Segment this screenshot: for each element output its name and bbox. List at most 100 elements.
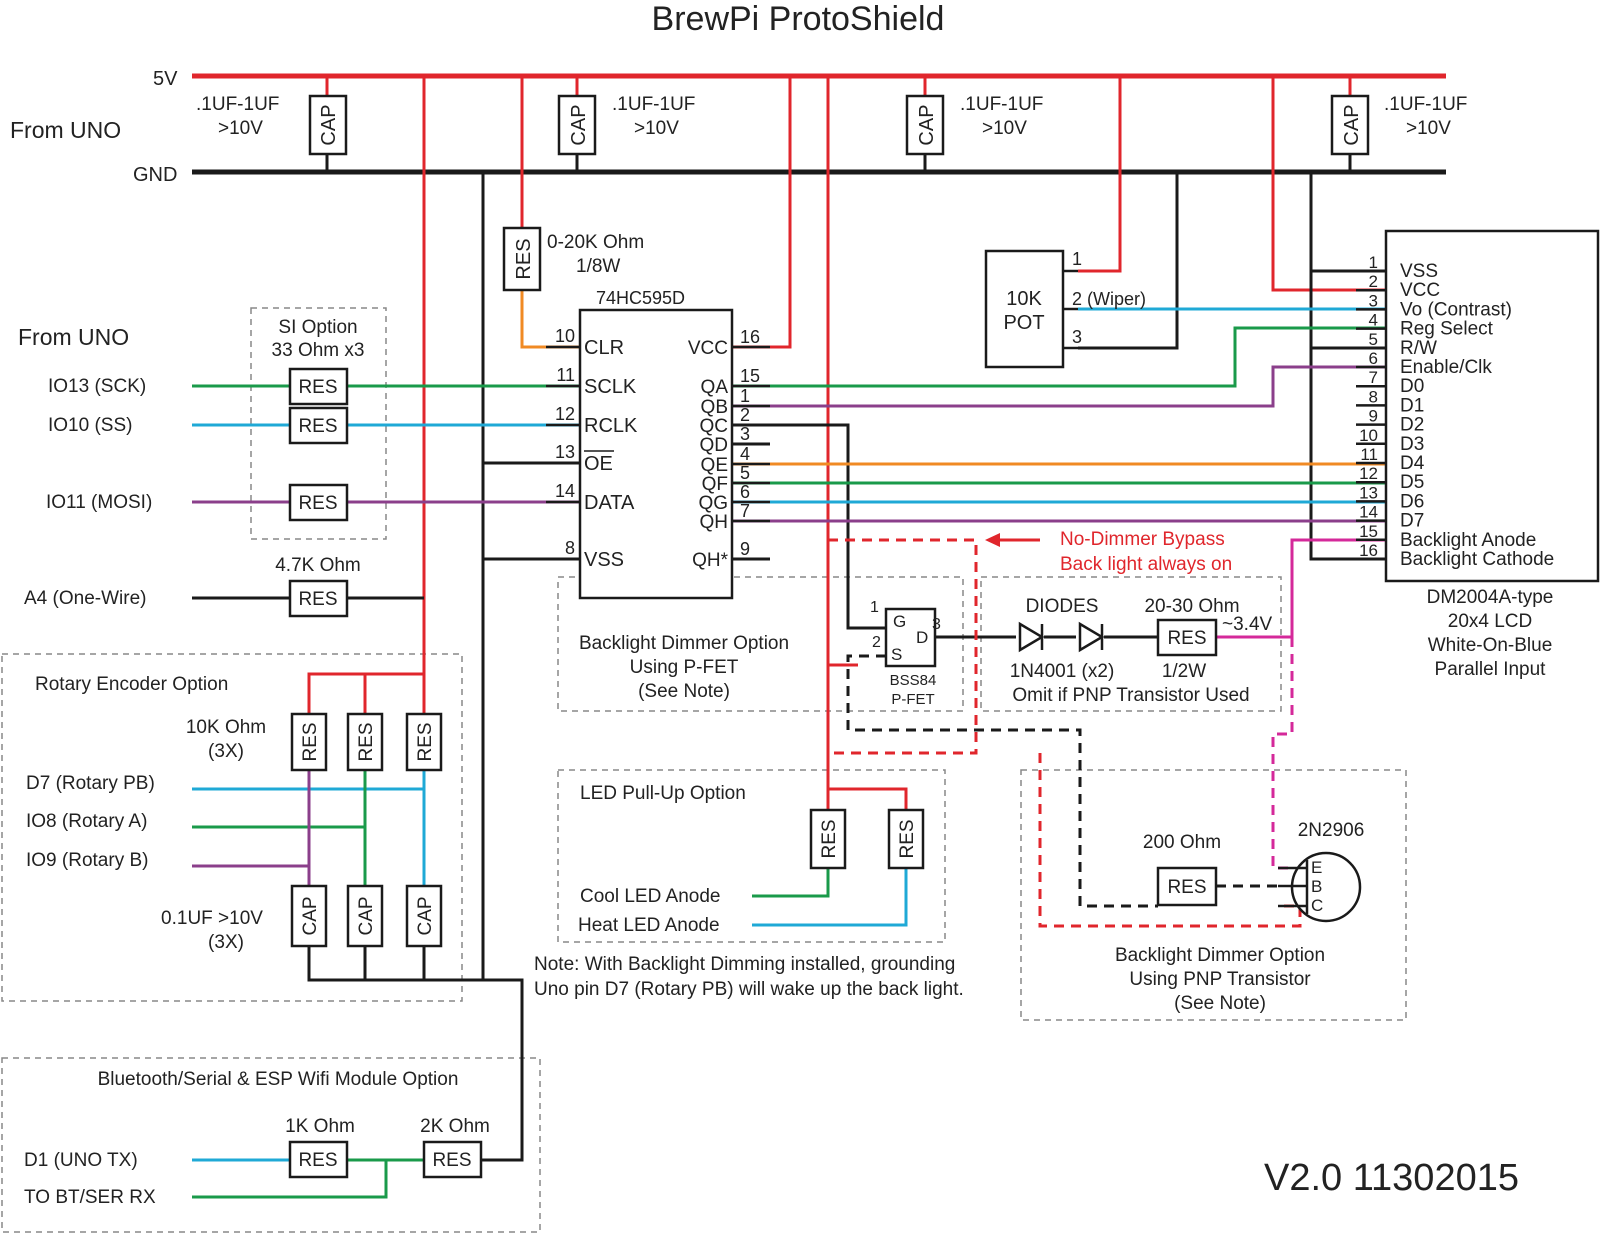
sr-pin-number: 12	[555, 404, 575, 424]
pot-pin3: 3	[1072, 327, 1082, 347]
contrast-pot: 10K POT	[984, 249, 1078, 369]
onewire-resistor: RES	[288, 579, 349, 618]
diode-part: 1N4001 (x2)	[1010, 661, 1115, 682]
pot-pin1: 1	[1072, 249, 1082, 269]
sr-pin-label: QD	[700, 435, 729, 456]
lcd-pin-label: D3	[1400, 434, 1424, 455]
sr-pin-label: OE	[584, 453, 613, 475]
lcd-pin-10: 10 D3	[1356, 426, 1424, 455]
led-option-box	[557, 769, 946, 943]
pnp-option-title-line2: Using PNP Transistor	[1129, 969, 1311, 990]
lcd-pin-label: D5	[1400, 472, 1424, 493]
diode-voltage: ~3.4V	[1222, 614, 1273, 635]
svg-text:RES: RES	[432, 1150, 471, 1171]
svg-text:CAP: CAP	[415, 896, 436, 935]
svg-text:E: E	[1311, 858, 1322, 877]
sr-pin-qe: 4QE	[701, 444, 770, 476]
lcd-pin-number: 14	[1359, 503, 1378, 522]
sr-pin-number: 10	[555, 326, 575, 346]
lcd-pin-number: 2	[1369, 272, 1378, 291]
shift-register-body	[578, 308, 734, 600]
lcd-pin-number: 7	[1369, 368, 1378, 387]
lcd-pin-number: 8	[1369, 387, 1378, 406]
rotary-resistor-3: RES	[405, 712, 443, 772]
sr-pin-number: 8	[565, 538, 575, 558]
decoupling-cap-4: CAP	[1330, 76, 1370, 172]
pnp-resistor: RES	[1156, 866, 1218, 907]
a4-label: A4 (One-Wire)	[24, 588, 146, 609]
svg-text:RES: RES	[298, 377, 337, 398]
bt-resistor-2: RES	[422, 1140, 483, 1179]
svg-text:CAP: CAP	[300, 896, 321, 935]
lcd-pin-number: 5	[1369, 330, 1378, 349]
lcd-desc-line3: White-On-Blue	[1428, 635, 1553, 656]
si-option-title-line2: 33 Ohm x3	[272, 340, 365, 361]
lcd-pin-label: D0	[1400, 376, 1424, 397]
rotary-res-value-line2: (3X)	[208, 741, 244, 762]
pfet-option-title-line2: Using P-FET	[630, 657, 739, 678]
lcd-pin-7: 7 D0	[1356, 368, 1424, 397]
svg-text:CAP: CAP	[568, 104, 590, 145]
sr-pin-number: 6	[740, 482, 750, 502]
pfet-part-line1: BSS84	[890, 672, 937, 689]
power-rails	[192, 73, 1446, 175]
lcd-desc-line2: 20x4 LCD	[1448, 611, 1533, 632]
rotary-io9-label: IO9 (Rotary B)	[26, 850, 148, 871]
lcd-pin-label: D6	[1400, 491, 1424, 512]
bypass-label-line2: Back light always on	[1060, 554, 1232, 575]
svg-text:RES: RES	[298, 1150, 337, 1171]
lcd-pin-label: D4	[1400, 453, 1425, 474]
sr-pin-label: DATA	[584, 492, 635, 514]
svg-text:RES: RES	[298, 416, 337, 437]
sr-pin-number: 7	[740, 501, 750, 521]
diode-res-power: 1/2W	[1162, 661, 1206, 682]
svg-text:2: 2	[872, 634, 881, 651]
bt-res2-value: 2K Ohm	[420, 1116, 490, 1137]
cap1-value-line1: .1UF-1UF	[196, 94, 279, 115]
cap3-value-line1: .1UF-1UF	[960, 94, 1043, 115]
lcd-pin-label: D2	[1400, 415, 1424, 436]
lcd-pin-number: 16	[1359, 541, 1378, 560]
diodes-heading: DIODES	[1026, 596, 1099, 617]
sr-pin-label: VCC	[688, 338, 728, 359]
cap4-value-line2: >10V	[1406, 118, 1451, 139]
bypass-label-line1: No-Dimmer Bypass	[1060, 529, 1225, 550]
lcd-pin-number: 10	[1359, 426, 1378, 445]
heat-led-label: Heat LED Anode	[578, 915, 720, 936]
pfet-option-title-line1: Backlight Dimmer Option	[579, 633, 789, 654]
svg-text:3: 3	[932, 616, 941, 633]
si-resistor-ss: RES	[288, 406, 349, 445]
sr-pin-label: QH*	[692, 550, 729, 571]
lcd-pin-label: Enable/Clk	[1400, 357, 1492, 378]
uno-inputs-heading: From UNO	[18, 324, 129, 350]
pfet-option-box	[557, 576, 964, 712]
lcd-pin-label: VCC	[1400, 280, 1440, 301]
sr-pin-label: QB	[701, 397, 728, 418]
sr-pin-qh-star: 9QH*	[692, 539, 770, 571]
pnp-option-title-line1: Backlight Dimmer Option	[1115, 945, 1325, 966]
lcd-desc-line4: Parallel Input	[1435, 659, 1547, 680]
lcd-pin-number: 15	[1359, 522, 1378, 541]
decoupling-cap-1: CAP	[308, 76, 348, 172]
rotary-cap-2: CAP	[346, 884, 384, 948]
sr-pin-label: QC	[700, 416, 729, 437]
pnp-option-box	[1020, 769, 1407, 1021]
diode-note: Omit if PNP Transistor Used	[1012, 685, 1249, 706]
svg-text:RES: RES	[1167, 877, 1206, 898]
lcd-pin-label: Backlight Cathode	[1400, 549, 1554, 570]
note-line2: Uno pin D7 (Rotary PB) will wake up the …	[534, 979, 964, 1000]
sr-pin-number: 9	[740, 539, 750, 559]
sr-pin-label: CLR	[584, 337, 624, 359]
rotary-io8-label: IO8 (Rotary A)	[26, 811, 147, 832]
sr-pin-label: QF	[702, 474, 728, 495]
sr-pin-number: 15	[740, 366, 760, 386]
vcc-label: 5V	[153, 68, 178, 90]
svg-text:RES: RES	[298, 589, 337, 610]
